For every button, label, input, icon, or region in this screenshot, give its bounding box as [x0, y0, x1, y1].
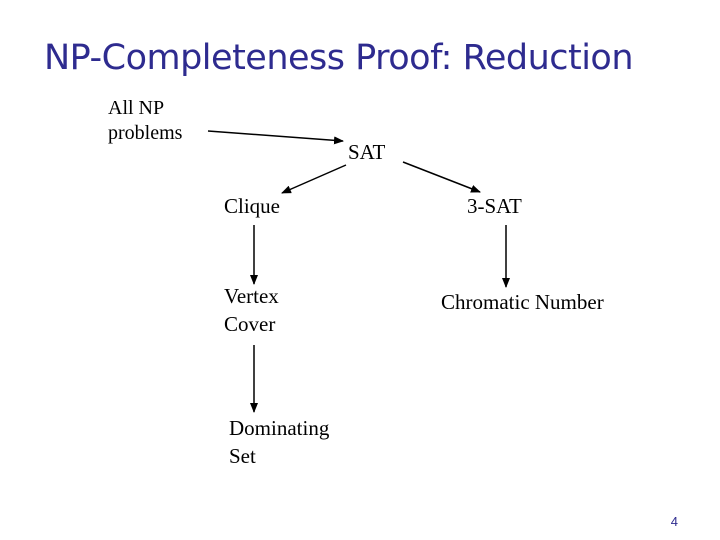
node-vertex-cover-line2: Cover [224, 312, 276, 336]
node-dominating-set-line1: Dominating [229, 416, 330, 440]
node-3-sat: 3-SAT [467, 194, 522, 218]
edge-allnp-to-sat [207, 130, 344, 145]
node-all-np-line1: All NP [108, 97, 165, 119]
edge-sat-to-clique [281, 164, 347, 194]
node-dominating-set-line2: Set [229, 444, 256, 468]
node-clique: Clique [224, 194, 280, 218]
node-all-np-line2: problems [108, 122, 183, 144]
node-vertex-cover-line1: Vertex [224, 284, 279, 308]
slide-title: NP-Completeness Proof: Reduction [44, 38, 634, 78]
node-chromatic-number: Chromatic Number [441, 290, 604, 314]
node-vertex-cover: Vertex Cover [224, 282, 279, 338]
node-dominating-set: Dominating Set [229, 414, 329, 470]
node-all-np-problems: All NP problems [108, 96, 182, 146]
page-number: 4 [670, 514, 678, 529]
edge-sat-to-3sat [402, 161, 481, 193]
node-sat: SAT [348, 140, 386, 164]
